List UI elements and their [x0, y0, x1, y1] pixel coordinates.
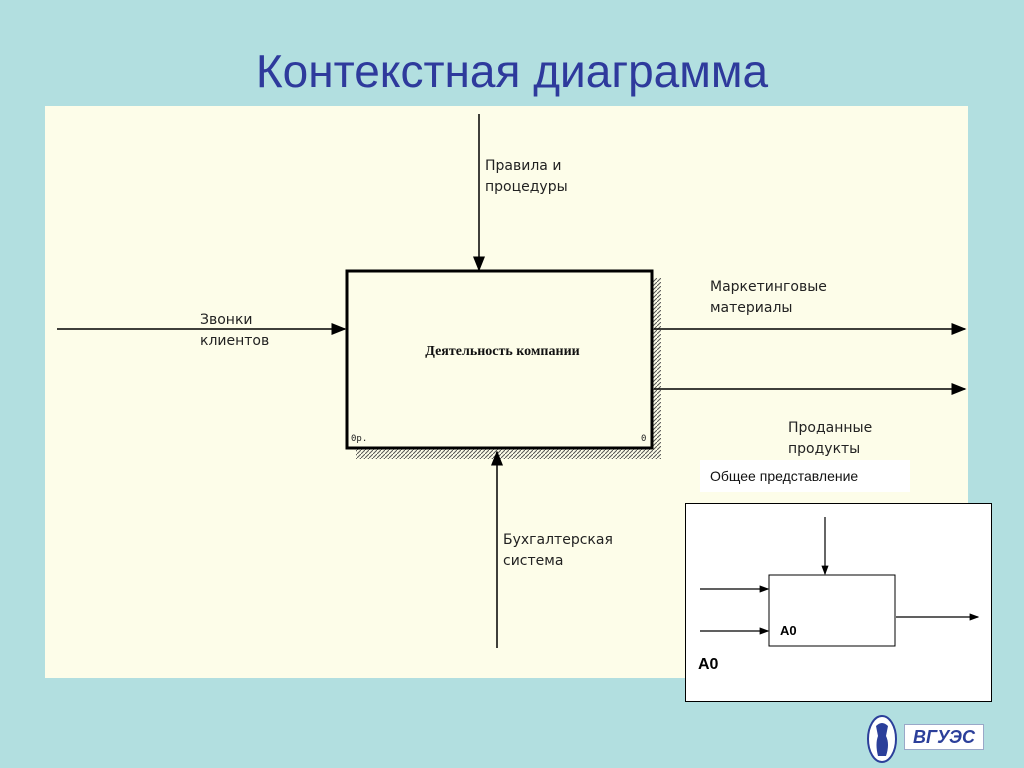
overview-diagram-label: A0: [698, 656, 719, 673]
mechanism-label: Бухгалтерская система: [503, 532, 613, 569]
university-emblem-icon: [867, 715, 897, 763]
output-1-label: Маркетинговые материалы: [710, 279, 827, 316]
activity-box: [345, 269, 654, 450]
output-2-label: Проданные продукты: [788, 420, 873, 457]
overview-caption: Общее представление: [700, 460, 910, 492]
slide-title: Контекстная диаграмма: [255, 45, 769, 97]
university-logo: ВГУЭС: [866, 714, 986, 764]
context-diagram-panel: Деятельность компании 0р. 0 Правила и пр…: [45, 106, 968, 678]
overview-panel: A0 A0: [685, 503, 992, 702]
overview-diagram-svg: [700, 517, 980, 647]
activity-label: Деятельность компании: [425, 344, 580, 359]
activity-corner-left: 0р.: [351, 434, 368, 444]
activity-corner-right: 0: [641, 434, 647, 444]
input-label: Звонки клиентов: [200, 312, 270, 349]
overview-box-label: A0: [780, 623, 797, 638]
university-logo-text: ВГУЭС: [904, 724, 984, 750]
context-diagram-svg: [57, 114, 967, 648]
control-label: Правила и процедуры: [485, 158, 568, 195]
overview-box: [768, 574, 896, 647]
